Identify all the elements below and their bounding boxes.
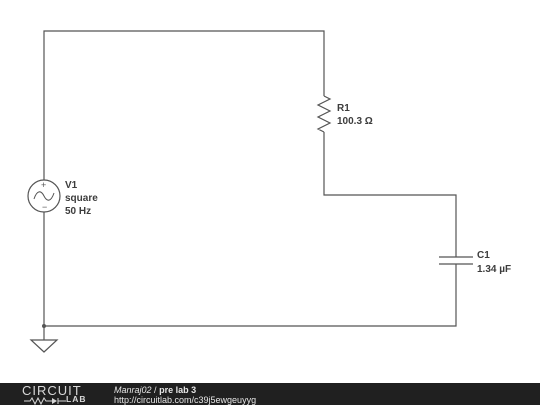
r1-value-label: 100.3 Ω xyxy=(337,116,373,127)
c1-value-label: 1.34 µF xyxy=(477,264,511,275)
logo-text-lab: LAB xyxy=(66,394,87,404)
junction-dot xyxy=(42,324,46,328)
wire-top xyxy=(43,30,325,180)
circuitlab-logo[interactable]: CIRCUIT LAB xyxy=(22,384,100,405)
circuit-breadcrumb: Manraj02 / pre lab 3 xyxy=(114,385,256,395)
voltage-source-v1-symbol xyxy=(27,179,61,213)
wire-bottom xyxy=(43,212,457,327)
breadcrumb-separator: / xyxy=(154,385,157,395)
circuit-url[interactable]: http://circuitlab.com/c39j5ewgeuyyg xyxy=(114,395,257,405)
circuit-meta: Manraj02 / pre lab 3 http://circuitlab.c… xyxy=(114,385,256,405)
ground-symbol xyxy=(29,339,59,353)
author-link[interactable]: Manraj02 xyxy=(114,385,152,395)
circuit-title[interactable]: pre lab 3 xyxy=(159,385,197,395)
square-wave-icon xyxy=(33,191,55,201)
v1-type-label: square xyxy=(65,193,98,204)
r1-name-label: R1 xyxy=(337,103,350,114)
logo-text-circuit: CIRCUIT xyxy=(22,383,82,398)
resistor-diode-icon xyxy=(24,397,66,405)
wire-r1-to-c1 xyxy=(323,132,457,257)
c1-name-label: C1 xyxy=(477,250,490,261)
minus-sign: − xyxy=(42,202,47,212)
v1-freq-label: 50 Hz xyxy=(65,206,91,217)
plus-sign: + xyxy=(41,180,46,190)
resistor-r1-symbol xyxy=(316,95,332,133)
v1-name-label: V1 xyxy=(65,180,78,191)
footer-bar: CIRCUIT LAB Manraj02 / pre lab 3 http://… xyxy=(0,383,540,405)
